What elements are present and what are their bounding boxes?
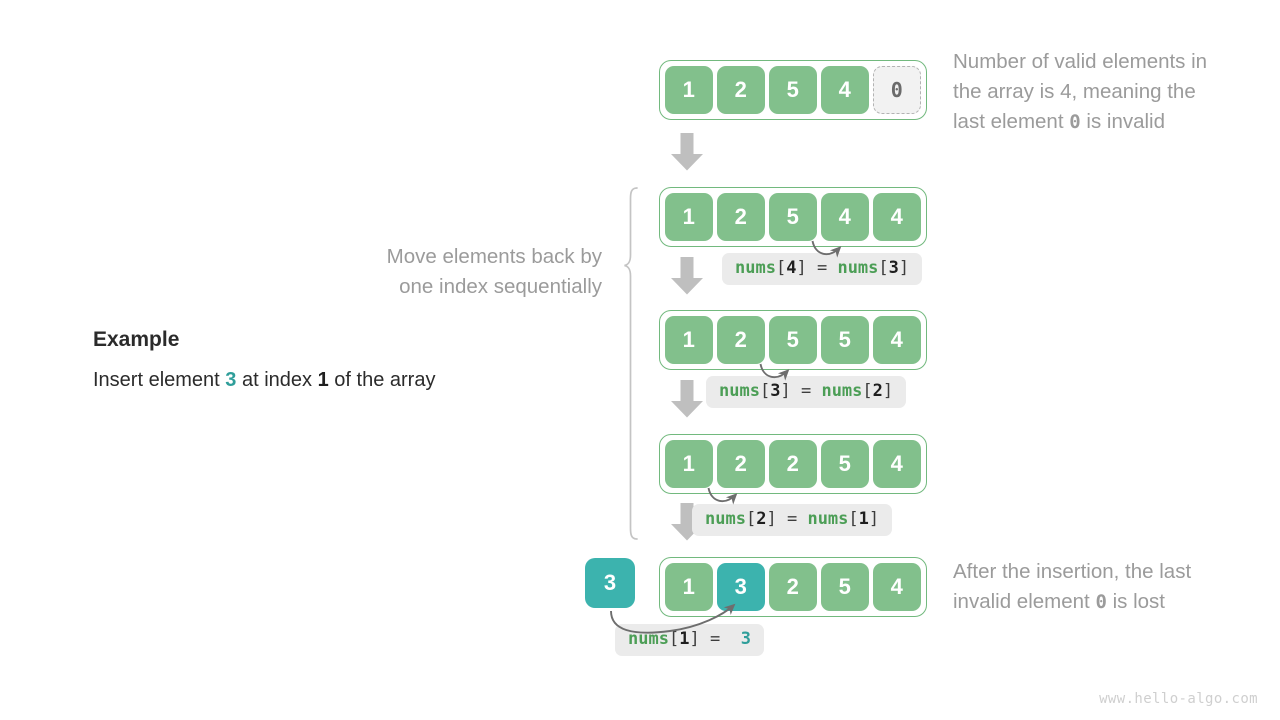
code-rhs-name: nums — [821, 381, 863, 401]
array-cell: 5 — [769, 316, 817, 364]
array-step-2: 1 2 5 5 4 — [659, 310, 927, 370]
example-text: of the array — [328, 369, 436, 391]
grouping-brace — [624, 187, 638, 540]
note-line: last element — [953, 110, 1070, 134]
code-rhs-name: nums — [807, 509, 849, 529]
note-valid-elements: Number of valid elements in the array is… — [953, 47, 1263, 137]
code-lhs-index: 2 — [756, 509, 767, 529]
array-step-3: 1 2 2 5 4 — [659, 434, 927, 494]
array-cell: 4 — [873, 193, 921, 241]
array-cell: 1 — [665, 66, 713, 114]
array-cell: 5 — [769, 193, 817, 241]
array-cell: 5 — [821, 563, 869, 611]
code-rhs-index: 2 — [872, 381, 883, 401]
array-step-1: 1 2 5 4 4 — [659, 187, 927, 247]
note-line: is invalid — [1080, 110, 1165, 134]
array-cell: 2 — [717, 193, 765, 241]
down-arrow-icon — [670, 257, 704, 295]
array-final: 1 3 2 5 4 — [659, 557, 927, 617]
code-operator: = — [786, 509, 798, 529]
code-operator: = — [709, 629, 721, 649]
site-watermark: www.hello-algo.com — [1099, 691, 1258, 707]
code-lhs-index: 1 — [679, 629, 690, 649]
array-cell: 2 — [769, 563, 817, 611]
note-line: After the insertion, the last — [953, 560, 1192, 583]
array-cell: 4 — [873, 440, 921, 488]
example-text: Insert element — [93, 369, 226, 391]
code-lhs-index: 3 — [770, 381, 781, 401]
note-line: Move elements back by — [386, 245, 602, 268]
array-cell-invalid: 0 — [873, 66, 921, 114]
code-lhs-name: nums — [735, 258, 776, 278]
array-cell: 1 — [665, 563, 713, 611]
array-cell: 5 — [769, 66, 817, 114]
code-label-step-3: nums[2] = nums[1] — [692, 504, 893, 536]
array-cell: 1 — [665, 193, 713, 241]
code-label-final: nums[1] = 3 — [615, 624, 764, 656]
array-cell: 4 — [873, 563, 921, 611]
array-cell: 4 — [821, 66, 869, 114]
example-text: at index — [236, 369, 318, 391]
array-cell: 2 — [717, 66, 765, 114]
example-description: Insert element 3 at index 1 of the array — [93, 369, 435, 392]
array-cell: 4 — [821, 193, 869, 241]
code-operator: = — [800, 381, 812, 401]
code-label-step-1: nums[4] = nums[3] — [722, 253, 923, 285]
code-rhs-index: 1 — [858, 509, 869, 529]
array-cell: 2 — [769, 440, 817, 488]
code-lhs-index: 4 — [786, 258, 797, 278]
example-insert-index: 1 — [317, 369, 329, 391]
down-arrow-icon — [670, 133, 704, 171]
code-rhs-literal: 3 — [740, 629, 751, 649]
code-operator: = — [816, 258, 828, 278]
note-line: the array is 4, meaning the — [953, 80, 1196, 104]
down-arrow-icon — [670, 380, 704, 418]
array-cell: 1 — [665, 316, 713, 364]
array-cell: 2 — [717, 316, 765, 364]
code-lhs-name: nums — [705, 509, 746, 529]
note-element-lost: After the insertion, the last invalid el… — [953, 557, 1263, 617]
code-lhs-name: nums — [719, 381, 760, 401]
inserted-element-value: 3 — [603, 570, 617, 595]
note-line: invalid element — [953, 590, 1096, 614]
array-cell: 4 — [873, 316, 921, 364]
note-line: Number of valid elements in — [953, 50, 1208, 73]
code-lhs-name: nums — [628, 629, 669, 649]
note-value: 0 — [1095, 591, 1107, 614]
code-label-step-2: nums[3] = nums[2] — [706, 376, 907, 408]
array-cell-inserted: 3 — [717, 563, 765, 611]
note-line: is lost — [1106, 590, 1166, 614]
inserted-element-box: 3 — [585, 558, 635, 608]
array-cell: 5 — [821, 440, 869, 488]
note-line: one index sequentially — [399, 275, 602, 299]
example-title: Example — [93, 328, 180, 351]
code-rhs-index: 3 — [888, 258, 899, 278]
array-cell: 2 — [717, 440, 765, 488]
note-move-elements: Move elements back by one index sequenti… — [302, 242, 602, 302]
array-initial: 1 2 5 4 0 — [659, 60, 927, 120]
array-cell: 1 — [665, 440, 713, 488]
code-rhs-name: nums — [837, 258, 879, 278]
array-cell: 5 — [821, 316, 869, 364]
note-value: 0 — [1069, 111, 1081, 134]
example-insert-value: 3 — [225, 369, 237, 391]
